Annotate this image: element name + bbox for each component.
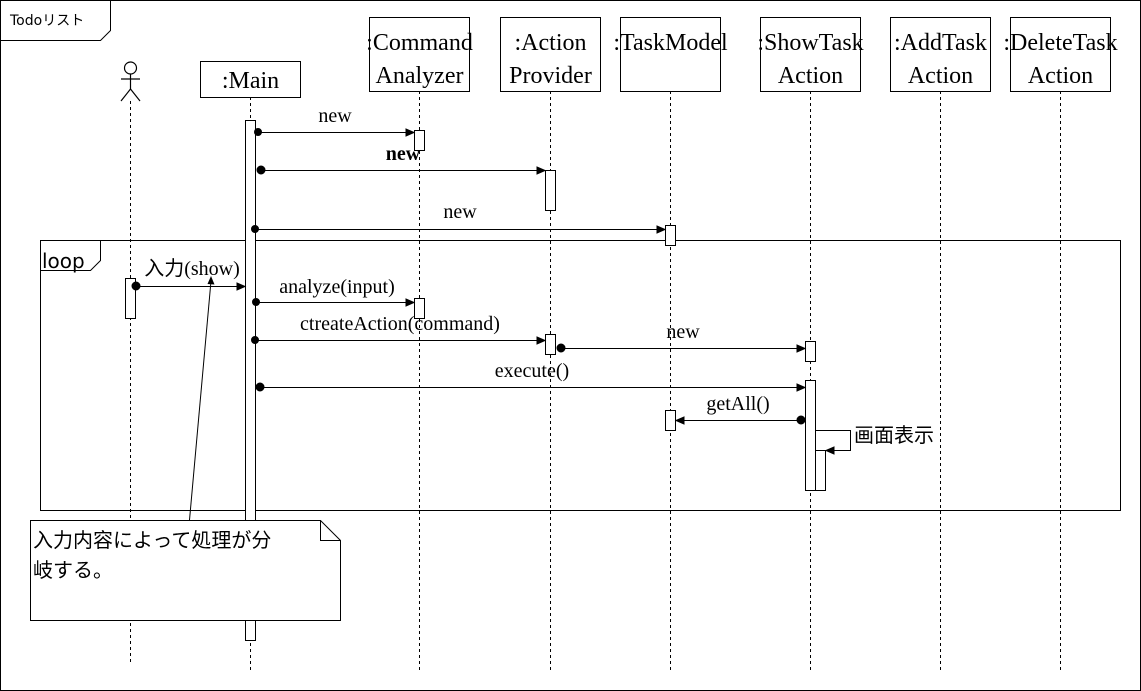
lifeline-box-main [200,61,301,98]
msg-execute-arrowhead [796,383,807,392]
note-anchor-arrowhead [207,276,215,285]
loop-fragment-tab [40,240,101,271]
msg-label-get-all: getAll() [706,393,769,415]
activation-action-provider-2 [545,334,556,355]
lifeline-label-command-analyzer-line1: :Command [366,30,473,56]
lifeline-label-delete-task-action-line2: Action [1028,63,1093,89]
msg-create-action-arrowhead [536,336,547,345]
lifeline-label-delete-task-action-line1: :DeleteTask [1003,30,1117,56]
msg-label-new-action-provider: new [386,143,421,165]
activation-show-task-action-1 [805,341,816,362]
msg-display-line [815,430,851,451]
msg-label-execute: execute() [495,360,569,382]
loop-fragment [40,240,1121,511]
msg-new-show-task-action-arrowhead [796,344,807,353]
msg-display-arrowhead [824,446,835,455]
lifeline-headers [200,17,1111,98]
msg-input-show-arrowhead [236,282,247,291]
msg-analyze-arrowhead [405,298,416,307]
activation-bars [125,120,826,641]
lifeline-labels: :Main :Command Analyzer :Action Provider… [222,30,1118,94]
msg-new-task-model-arrowhead [656,225,667,234]
lifeline-label-task-model: :TaskModel [613,30,728,56]
msg-label-display: 画面表示 [854,423,934,447]
msg-new-action-provider-arrowhead [536,166,547,175]
frame-title: Todoリスト [9,13,84,29]
lifeline-label-main: :Main [222,68,279,94]
lifeline-label-add-task-action-line1: :AddTask [894,30,987,56]
msg-label-create-action: ctreateAction(command) [300,313,500,335]
frame-title-tab [0,0,111,41]
activation-action-provider-1 [545,170,556,211]
loop-label: loop [42,249,85,273]
activation-show-task-action-self [815,450,826,491]
note-text-line2: 岐する。 [33,558,113,582]
note-box [30,520,341,621]
activation-command-analyzer-1 [414,130,425,151]
lifeline-box-delete-task-action [1010,17,1111,92]
msg-label-input-show: 入力(show) [144,257,240,280]
activation-main [245,120,256,641]
lifeline-box-task-model [620,17,721,92]
lifeline-label-show-task-action-line2: Action [778,63,843,89]
message-labels: new new new 入力(show) analyze(input) ctre… [144,105,934,447]
lifeline-box-add-task-action [890,17,991,92]
actor-icon [120,61,141,102]
msg-label-analyze: analyze(input) [279,276,395,298]
lifeline-label-add-task-action-line2: Action [908,63,973,89]
activation-command-analyzer-2 [414,298,425,319]
note-text-line1: 入力内容によって処理が分 [33,528,271,552]
msg-label-new-show-task-action: new [666,321,700,343]
lifeline-label-action-provider-line2: Provider [509,63,592,89]
msg-label-new-command-analyzer: new [318,105,352,127]
msg-new-command-analyzer-arrowhead [405,128,416,137]
lifeline-label-show-task-action-line1: :ShowTask [757,30,863,56]
msg-get-all-arrowhead [674,416,685,425]
lifeline-box-show-task-action [760,17,861,92]
note-fold [320,520,341,541]
msg-label-new-task-model: new [443,201,477,223]
note-anchor-line [189,280,212,521]
message-arrows [131,128,851,455]
lifeline-label-action-provider-line1: :Action [515,30,587,56]
activation-actor [125,278,136,319]
lifeline-box-command-analyzer [369,17,470,92]
activation-task-model-2 [665,410,676,431]
lifeline-label-command-analyzer-line2: Analyzer [376,63,464,89]
activation-show-task-action-2 [805,380,816,491]
lifeline-box-action-provider [500,17,601,92]
activation-task-model-1 [665,225,676,246]
